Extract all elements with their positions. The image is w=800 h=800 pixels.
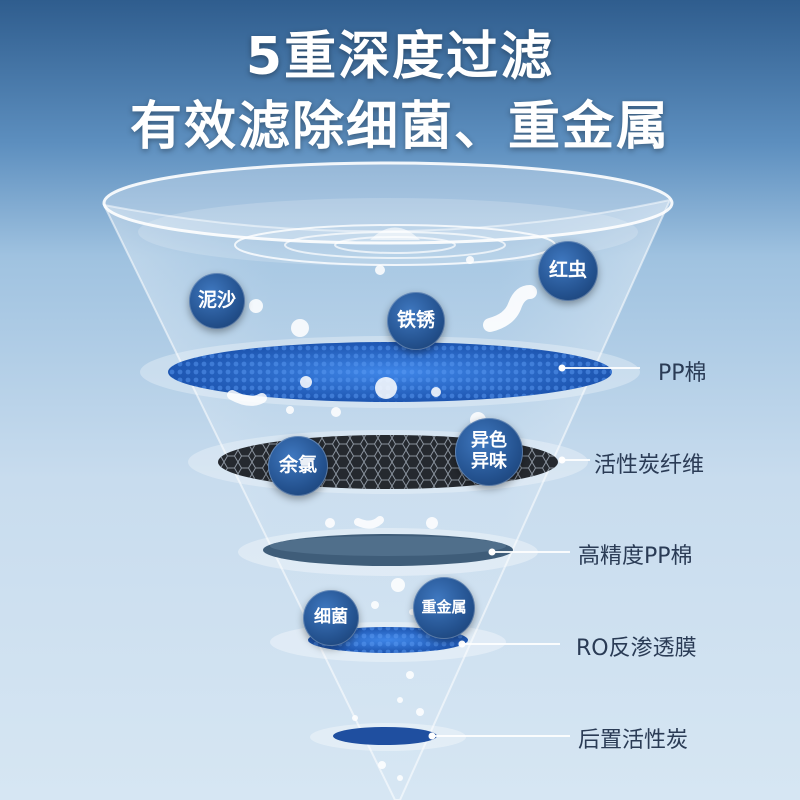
particle-group [249, 256, 486, 781]
layer-label-pp: PP棉 [658, 361, 707, 386]
contaminant-badge-mud: 泥沙 [189, 273, 245, 329]
headline-line-1: 5重深度过滤 [245, 27, 555, 87]
contaminant-odor-text: 异味 [471, 451, 507, 472]
layer-label-post-carbon: 后置活性炭 [578, 728, 689, 753]
contaminant-badge-rust: 铁锈 [387, 292, 445, 350]
layer-label-carbon-fiber: 活性炭纤维 [594, 453, 705, 478]
leader-dots [428, 364, 566, 740]
cone-rim [102, 161, 674, 245]
worm-icon [354, 516, 384, 529]
worm-icon [483, 285, 537, 332]
contaminant-badge-bacteria: 细菌 [303, 590, 359, 646]
contaminant-badge-color-odor: 异色 异味 [455, 418, 523, 486]
layer-label-high-precision-pp: 高精度PP棉 [578, 544, 693, 569]
contaminant-color-text: 异色 [471, 430, 507, 452]
leader-lines [430, 367, 640, 737]
worm-icon [227, 390, 267, 406]
contaminant-badge-heavy-metal: 重金属 [413, 577, 475, 639]
contaminant-badge-worm: 红虫 [538, 241, 598, 301]
layer-label-ro-membrane: RO反渗透膜 [576, 636, 697, 661]
headline-line-2: 有效滤除细菌、重金属 [129, 97, 670, 157]
layer-disc-post-carbon [333, 727, 437, 745]
contaminant-badge-chlorine: 余氯 [268, 436, 328, 496]
